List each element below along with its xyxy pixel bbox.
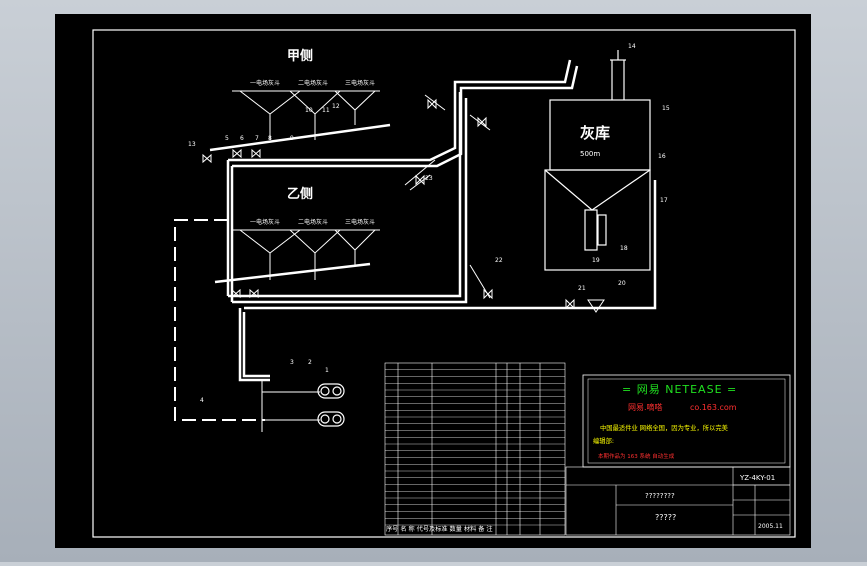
svg-text:14: 14 — [628, 43, 636, 50]
hopper-label: 一电场灰斗 — [250, 218, 280, 226]
netease-banner: = 网易 NETEASE = — [622, 383, 737, 396]
svg-text:23: 23 — [425, 175, 433, 182]
conveying-pipes — [209, 59, 657, 382]
svg-text:9: 9 — [290, 135, 294, 142]
side-a-label: 甲侧 — [287, 48, 313, 64]
svg-text:2: 2 — [308, 359, 312, 366]
drawing-date: 2005.11 — [758, 523, 783, 530]
blower-units — [317, 383, 345, 427]
svg-text:8: 8 — [268, 135, 272, 142]
callout-numbers: 14 15 16 17 18 19 20 21 22 23 5 6 7 8 9 … — [188, 43, 670, 404]
hopper-label: 二电场灰斗 — [298, 79, 328, 87]
ash-silo — [544, 50, 651, 271]
netease-site: 网易.嘀嗒 — [628, 402, 663, 412]
svg-text:7: 7 — [255, 135, 259, 142]
dashed-air-line — [174, 219, 265, 421]
netease-line2: 编辑部: — [593, 436, 614, 445]
netease-line3: 本期作品为 163 系统 自动生成 — [598, 452, 675, 460]
hopper-label: 三电场灰斗 — [345, 218, 375, 226]
svg-text:11: 11 — [322, 107, 330, 114]
drawing-name: ????? — [655, 513, 676, 522]
netease-line1: 中国最适件业 网络全国，因为专业，所以完美 — [600, 423, 729, 432]
svg-text:10: 10 — [305, 107, 313, 114]
svg-text:12: 12 — [332, 103, 340, 110]
drawing-sheet — [55, 14, 811, 548]
svg-text:6: 6 — [240, 135, 244, 142]
netease-url: co.163.com — [690, 403, 737, 412]
hopper-label: 一电场灰斗 — [250, 79, 280, 87]
silo-title: 灰库 — [580, 124, 610, 142]
svg-text:16: 16 — [658, 153, 666, 160]
svg-text:20: 20 — [618, 280, 626, 287]
parts-list-header: 序号 名 称 代号及标准 数量 材料 备 注 — [386, 525, 493, 533]
svg-text:19: 19 — [592, 257, 600, 264]
svg-text:15: 15 — [662, 105, 670, 112]
valves — [202, 98, 605, 313]
title-block — [565, 466, 791, 536]
svg-text:4: 4 — [200, 397, 204, 404]
side-b-label: 乙侧 — [287, 186, 313, 202]
svg-text:22: 22 — [495, 257, 503, 264]
svg-text:1: 1 — [325, 367, 329, 374]
hoppers-side-a — [232, 90, 380, 140]
parts-list-rows — [385, 369, 565, 526]
hoppers-side-b — [232, 229, 380, 280]
svg-text:3: 3 — [290, 359, 294, 366]
svg-text:17: 17 — [660, 197, 668, 204]
drawing-company: ???????? — [645, 492, 675, 500]
netease-inner-box — [587, 378, 786, 464]
parts-list-table — [384, 362, 566, 536]
svg-text:21: 21 — [578, 285, 586, 292]
silo-volume: 500m — [580, 150, 600, 158]
hopper-label: 二电场灰斗 — [298, 218, 328, 226]
drawing-number: YZ-4KY-01 — [739, 474, 775, 482]
svg-text:13: 13 — [188, 141, 196, 148]
svg-text:5: 5 — [225, 135, 229, 142]
svg-text:18: 18 — [620, 245, 628, 252]
drawing-border — [92, 29, 796, 538]
hopper-label: 三电场灰斗 — [345, 79, 375, 87]
